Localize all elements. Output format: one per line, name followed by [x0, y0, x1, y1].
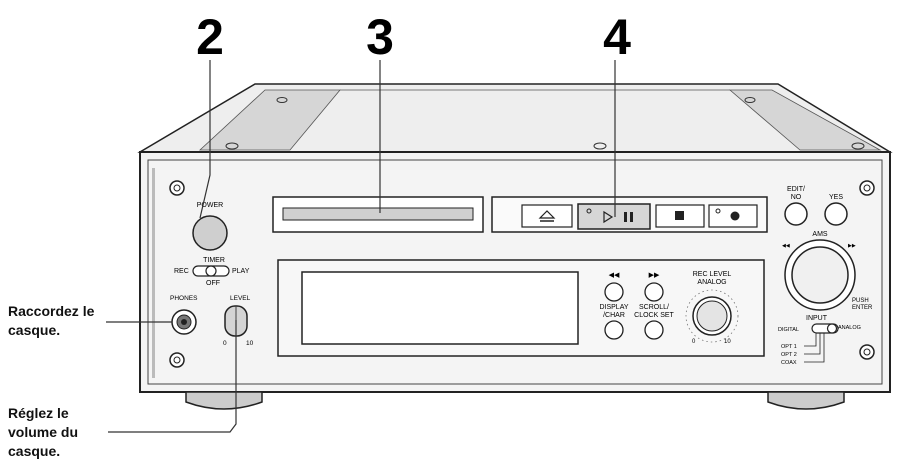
ams-label: AMS [812, 231, 828, 238]
ams-right-label: ▶▶ [848, 243, 856, 249]
input-selector-switch[interactable] [811, 323, 839, 334]
level-callout-line-1: Réglez le [8, 405, 69, 421]
input-selector-lines [804, 333, 825, 363]
rec-level-max-label: 10 [724, 339, 731, 345]
level-callout: Réglez le volume du casque. [8, 404, 78, 461]
display-char-label-2: /CHAR [603, 312, 625, 319]
input-analog-label: ANALOG [838, 325, 861, 331]
panel-screws [169, 180, 875, 368]
input-coax-label: COAX [781, 360, 797, 366]
level-min-label: 0 [223, 340, 227, 347]
scroll-clock-label-2: CLOCK SET [634, 312, 674, 319]
level-max-label: 10 [246, 340, 254, 347]
power-button[interactable] [192, 215, 228, 251]
timer-rec-label: REC [174, 268, 189, 275]
step-number-2: 2 [196, 9, 224, 65]
display-char-label-1: DISPLAY [599, 304, 628, 311]
step-number-3: 3 [366, 9, 394, 65]
rec-level-knob[interactable] [685, 289, 739, 343]
level-callout-line-3: casque. [8, 443, 61, 459]
rec-level-min-label: 0 [692, 339, 696, 345]
phones-callout: Raccordez le casque. [8, 302, 94, 340]
yes-label: YES [829, 194, 843, 201]
scroll-clock-label-1: SCROLL/ [639, 304, 669, 311]
timer-label: TIMER [203, 257, 225, 264]
edit-no-button[interactable] [784, 202, 808, 226]
push-enter-label-2: ENTER [852, 305, 873, 311]
input-label: INPUT [806, 315, 828, 322]
record-icon [715, 208, 740, 221]
callout-lines [106, 60, 616, 433]
push-enter-label-1: PUSH [852, 298, 869, 304]
level-label: LEVEL [230, 295, 251, 302]
fast-forward-button[interactable] [644, 282, 664, 302]
play-pause-icon [586, 208, 633, 224]
phones-jack[interactable] [171, 309, 197, 335]
level-callout-line-2: volume du [8, 424, 79, 440]
eject-icon [538, 210, 556, 222]
phones-label: PHONES [170, 295, 198, 302]
phones-callout-line-2: casque. [8, 322, 61, 338]
ams-left-label: ◀◀ [782, 243, 790, 249]
deck-feet [185, 391, 845, 410]
timer-play-label: PLAY [232, 268, 250, 275]
ams-dial[interactable] [784, 239, 856, 311]
rewind-icon: ◀◀ [609, 272, 620, 279]
edit-no-label-2: NO [791, 194, 802, 201]
display-char-button[interactable] [604, 320, 624, 340]
phones-callout-line-1: Raccordez le [8, 303, 95, 319]
timer-switch[interactable] [192, 265, 230, 277]
rec-level-label: REC LEVEL [693, 271, 732, 278]
input-opt2-label: OPT 2 [781, 352, 797, 358]
rewind-button[interactable] [604, 282, 624, 302]
rec-level-analog-label: ANALOG [697, 279, 726, 286]
stop-icon [675, 211, 684, 220]
edit-no-label-1: EDIT/ [787, 186, 805, 193]
display-window [301, 271, 579, 345]
input-digital-label: DIGITAL [778, 327, 799, 333]
scroll-clock-button[interactable] [644, 320, 664, 340]
yes-button[interactable] [824, 202, 848, 226]
power-label: POWER [197, 202, 223, 209]
disc-slot[interactable] [272, 196, 484, 233]
timer-off-label: OFF [206, 280, 220, 287]
fast-forward-icon: ▶▶ [649, 272, 660, 279]
deck-top-cover [137, 83, 893, 153]
play-pause-button[interactable] [577, 203, 651, 230]
input-opt1-label: OPT 1 [781, 344, 797, 350]
step-number-4: 4 [603, 9, 631, 65]
